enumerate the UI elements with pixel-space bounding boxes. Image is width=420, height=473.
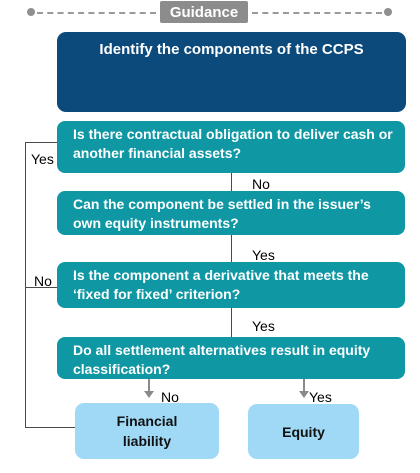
title-box: Identify the components of the CCPS xyxy=(57,32,406,112)
q3-no-connector xyxy=(25,287,57,288)
label-q4-yes: Yes xyxy=(309,389,332,405)
q4-yes-arrow-line xyxy=(303,379,305,392)
header-left-dot xyxy=(27,8,35,16)
outcome-financial-liability: Financial liability xyxy=(75,403,219,459)
header-right-dot xyxy=(384,8,392,16)
outcome-equity-label: Equity xyxy=(282,423,325,440)
q4-no-arrow-line xyxy=(148,379,150,392)
label-q2-yes: Yes xyxy=(252,247,275,263)
header-left-dashed-line xyxy=(37,12,156,14)
label-q3-yes: Yes xyxy=(252,318,275,334)
connector-q2-q3 xyxy=(231,235,232,262)
q1-yes-connector-bottom xyxy=(25,427,75,428)
question-box-1: Is there contractual obligation to deliv… xyxy=(57,121,405,173)
label-q4-no: No xyxy=(161,389,179,405)
header-right-dashed-line xyxy=(252,12,382,14)
question-box-2: Can the component be settled in the issu… xyxy=(57,191,405,235)
label-q1-yes: Yes xyxy=(31,151,54,167)
question-box-3: Is the component a derivative that meets… xyxy=(57,262,405,308)
outcome-equity: Equity xyxy=(248,404,359,459)
connector-q3-q4 xyxy=(231,308,232,337)
q4-no-arrow-head xyxy=(144,391,154,398)
q4-yes-arrow-head xyxy=(299,391,309,398)
q1-yes-connector-vertical xyxy=(25,142,26,427)
connector-q1-q2 xyxy=(231,173,232,191)
label-q1-no: No xyxy=(252,176,270,192)
label-q3-no: No xyxy=(34,273,52,289)
outcome-financial-liability-label: Financial liability xyxy=(116,413,178,449)
guidance-badge: Guidance xyxy=(160,1,248,23)
q1-yes-connector-top xyxy=(25,142,57,143)
question-box-4: Do all settlement alternatives result in… xyxy=(57,337,405,379)
